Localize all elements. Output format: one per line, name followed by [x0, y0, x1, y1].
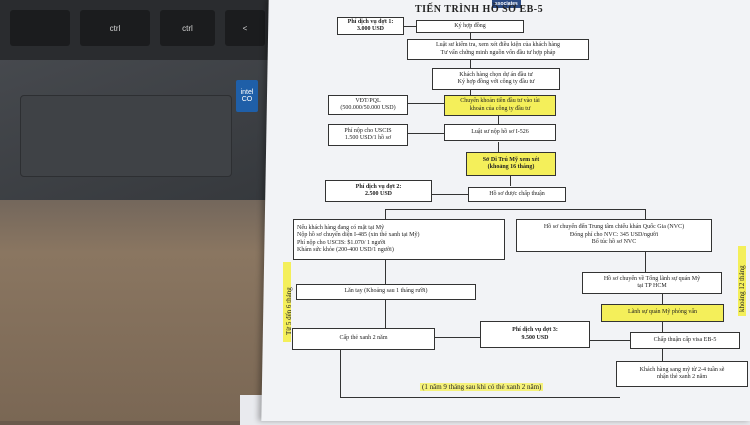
- laptop: ctrl ctrl < intel CO: [0, 0, 300, 200]
- fingerprint-box: Lăn tay (Khoảng sau 1 tháng rưỡi): [296, 284, 476, 300]
- connector: [645, 209, 646, 219]
- connector: [340, 397, 620, 398]
- nvc-line-3: Bổ túc hồ sơ NVC: [591, 239, 637, 246]
- touchpad: [20, 95, 232, 177]
- fee-stage-1-amount: 3.000 USD: [356, 26, 384, 32]
- screening-box: Luật sư kiểm tra, xem xét điều kiện của …: [407, 39, 589, 60]
- connector: [498, 116, 499, 124]
- approved-text: Hồ sơ được chấp thuận: [489, 190, 545, 197]
- intel-sticker-logo: intel: [240, 89, 254, 96]
- connector: [340, 350, 341, 398]
- connector: [432, 194, 468, 195]
- connector: [470, 60, 471, 68]
- consulate-line-1: Hồ sơ chuyển về Tổng lãnh sự quán Mỹ: [603, 275, 701, 282]
- fee-stage-1-label: Phí dịch vụ đợt 1:: [347, 18, 394, 25]
- in-us-line-3: Phí nộp cho USCIS: $1.070/ 1 người: [297, 239, 386, 246]
- connector: [404, 26, 416, 27]
- connector: [645, 252, 646, 272]
- uscis-fee-amount: 1.500 USD/1 hồ sơ: [344, 135, 392, 141]
- connector: [470, 90, 471, 95]
- fee-stage-3-amount: 9.500 USD: [521, 334, 549, 341]
- in-us-box: Nếu khách hàng đang có mặt tại Mỹ Nộp hồ…: [293, 219, 505, 260]
- connector: [385, 209, 386, 219]
- review-line-1: Sở Di Trú Mỹ xem xét: [482, 156, 540, 163]
- review-box: Sở Di Trú Mỹ xem xét (khoảng 16 tháng): [466, 152, 556, 176]
- transfer-funds-box: Chuyển khoản tiền đầu tư vào tài khoản c…: [444, 95, 556, 116]
- select-project-box: Khách hàng chọn dự án đầu tư Ký hợp đồng…: [432, 68, 560, 90]
- arrive-us-box: Khách hàng sang mỹ từ 2-4 tuần sẽ nhận t…: [616, 361, 748, 387]
- in-us-line-1: Nếu khách hàng đang có mặt tại Mỹ: [297, 224, 385, 231]
- connector: [385, 260, 386, 284]
- select-project-line-2: Ký hợp đồng với công ty đầu tư: [457, 79, 535, 85]
- interview-text: Lãnh sự quán Mỹ phỏng vấn: [627, 309, 698, 316]
- file-i526-text: Luật sư nộp hồ sơ I-526: [471, 128, 529, 135]
- connector: [408, 103, 444, 104]
- intel-sticker-model: CO: [241, 96, 253, 103]
- nvc-line-2: Đóng phí cho NVC: 345 USD/người: [569, 231, 659, 238]
- duration-bar-left: [283, 262, 291, 342]
- document-title: TIẾN TRÌNH HỒ SƠ EB-5: [415, 4, 544, 15]
- sign-contract-text: Ký hợp đồng: [454, 22, 486, 29]
- file-i526-box: Luật sư nộp hồ sơ I-526: [444, 124, 556, 141]
- connector: [662, 322, 663, 332]
- fee-stage-2: Phí dịch vụ đợt 2: 2.500 USD: [325, 180, 432, 202]
- consulate-box: Hồ sơ chuyển về Tổng lãnh sự quán Mỹ tại…: [582, 272, 722, 294]
- connector: [435, 337, 480, 338]
- header-corner-logo: ssociates: [492, 0, 521, 8]
- transfer-funds-line-2: khoản của công ty đầu tư: [469, 105, 531, 112]
- screening-line-2: Tư vấn chứng minh nguồn vốn đầu tư hợp p…: [440, 49, 556, 56]
- connector: [408, 133, 444, 134]
- connector: [498, 142, 499, 152]
- visa-approved-box: Chấp thuận cấp visa EB-5: [630, 332, 740, 349]
- select-project-line-1: Khách hàng chọn dự án đầu tư: [459, 71, 533, 78]
- fee-stage-2-amount: 2.500 USD: [364, 191, 392, 197]
- document-page: [261, 0, 750, 421]
- interview-box: Lãnh sự quán Mỹ phỏng vấn: [601, 304, 724, 322]
- connector: [385, 209, 645, 210]
- key-ctrl: ctrl: [160, 10, 215, 46]
- green-card-text: Cấp thẻ xanh 2 năm: [339, 335, 388, 342]
- key: [10, 10, 70, 46]
- green-card-box: Cấp thẻ xanh 2 năm: [292, 328, 435, 350]
- arrive-us-line-2: nhận thẻ xanh 2 năm: [657, 374, 707, 380]
- connector: [510, 176, 511, 186]
- side-label-right: khoảng 12 tháng: [738, 265, 746, 312]
- investment-amount-label: VĐT/PQL: [355, 97, 381, 104]
- visa-approved-text: Chấp thuận cấp visa EB-5: [653, 336, 717, 343]
- keyboard: ctrl ctrl <: [0, 0, 270, 60]
- duration-bar-right: [738, 246, 746, 316]
- review-line-2: (khoảng 16 tháng): [487, 164, 535, 170]
- fee-stage-3: Phí dịch vụ đợt 3: 9.500 USD: [480, 321, 590, 348]
- uscis-fee-label: Phí nộp cho USCIS: [344, 127, 392, 134]
- connector: [662, 294, 663, 304]
- connector: [470, 33, 471, 39]
- fee-stage-3-label: Phí dịch vụ đợt 3:: [512, 327, 558, 333]
- connector: [662, 349, 663, 361]
- connector: [385, 300, 386, 328]
- key-left-arrow: <: [225, 10, 265, 46]
- nvc-line-1: Hồ sơ chuyển đến Trung tâm chiếu khán Qu…: [543, 224, 685, 231]
- fee-stage-1: Phí dịch vụ đợt 1: 3.000 USD: [337, 17, 404, 35]
- screening-line-1: Luật sư kiểm tra, xem xét điều kiện của …: [435, 42, 561, 48]
- investment-amount-value: (500.000/50.000 USD): [340, 105, 396, 111]
- connector: [590, 340, 630, 341]
- sign-contract-box: Ký hợp đồng: [416, 20, 524, 33]
- arrive-us-line-1: Khách hàng sang mỹ từ 2-4 tuần sẽ: [639, 366, 725, 373]
- nvc-box: Hồ sơ chuyển đến Trung tâm chiếu khán Qu…: [516, 219, 712, 252]
- approved-box: Hồ sơ được chấp thuận: [468, 187, 566, 202]
- bottom-note: (1 năm 9 tháng sau khi có thẻ xanh 2 năm…: [420, 383, 544, 391]
- in-us-line-2: Nộp hồ sơ chuyển diện I-485 (xin thẻ xan…: [297, 232, 420, 238]
- transfer-funds-line-1: Chuyển khoản tiền đầu tư vào tài: [460, 98, 540, 104]
- intel-sticker: intel CO: [236, 80, 258, 112]
- fee-stage-2-label: Phí dịch vụ đợt 2:: [355, 183, 402, 190]
- investment-amount-box: VĐT/PQL (500.000/50.000 USD): [328, 95, 408, 115]
- key-ctrl: ctrl: [80, 10, 150, 46]
- consulate-line-2: tại TP HCM: [637, 283, 667, 289]
- uscis-fee-box: Phí nộp cho USCIS 1.500 USD/1 hồ sơ: [328, 124, 408, 146]
- in-us-line-4: Khám sức khỏe (200-400 USD/1 người): [297, 247, 394, 253]
- fingerprint-text: Lăn tay (Khoảng sau 1 tháng rưỡi): [344, 288, 428, 295]
